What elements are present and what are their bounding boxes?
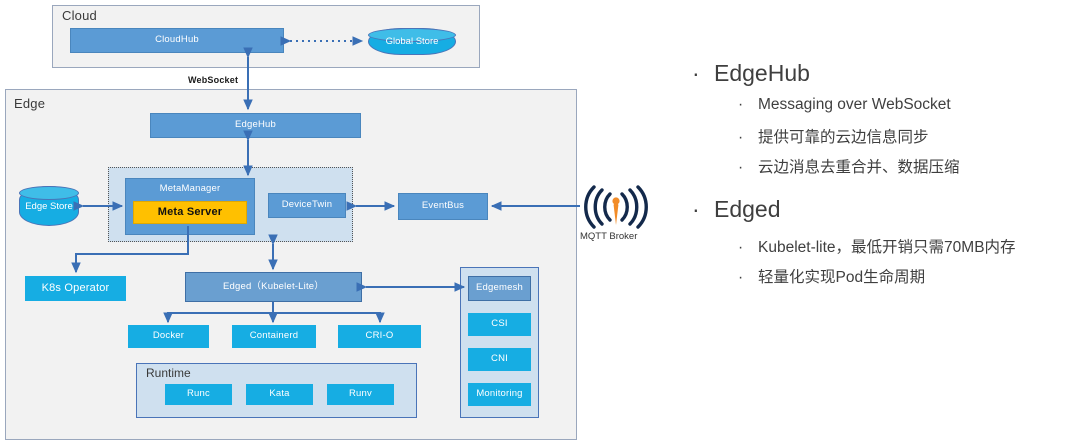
edgemesh-node[interactable]: Edgemesh xyxy=(468,276,531,301)
cloudhub-node[interactable]: CloudHub xyxy=(70,28,284,53)
runtime-containerd-node[interactable]: Containerd xyxy=(232,325,316,348)
runtime-docker-node[interactable]: Docker xyxy=(128,325,209,348)
note-item-edged-1: ·轻量化实现Pod生命周期 xyxy=(738,269,926,286)
runtime-runc-node[interactable]: Runc xyxy=(165,384,232,405)
edge-store-label: Edge Store xyxy=(25,200,73,212)
bullet-dot-icon: · xyxy=(738,159,744,176)
devicetwin-node[interactable]: DeviceTwin xyxy=(268,193,346,218)
websocket-link-label: WebSocket xyxy=(188,75,239,85)
k8s-operator-node[interactable]: K8s Operator xyxy=(25,276,126,301)
runtime-kata-node[interactable]: Kata xyxy=(246,384,313,405)
cni-node[interactable]: CNI xyxy=(468,348,531,371)
edge-store-cylinder[interactable]: Edge Store xyxy=(19,186,79,226)
global-store-label: Global Store xyxy=(385,36,439,47)
runtime-panel-title: Runtime xyxy=(146,366,191,380)
bullet-dot-icon: · xyxy=(738,96,744,113)
note-item-edgehub-1: ·提供可靠的云边信息同步 xyxy=(738,129,929,146)
global-store-cylinder[interactable]: Global Store xyxy=(368,28,456,55)
bullet-dot-icon: · xyxy=(738,239,744,256)
edged-node[interactable]: Edged（Kubelet-Lite） xyxy=(185,272,362,302)
metamanager-label: MetaManager xyxy=(159,183,221,194)
cloud-group-title: Cloud xyxy=(62,8,97,23)
bullet-dot-icon: · xyxy=(738,129,744,146)
edge-group-title: Edge xyxy=(14,96,46,111)
note-item-edged-0: ·Kubelet-lite，最低开销只需70MB内存 xyxy=(738,239,1016,256)
eventbus-node[interactable]: EventBus xyxy=(398,193,488,220)
runtime-runv-node[interactable]: Runv xyxy=(327,384,394,405)
csi-node[interactable]: CSI xyxy=(468,313,531,336)
bullet-dot-icon: · xyxy=(692,60,700,86)
note-heading-edged: ·Edged xyxy=(692,196,781,222)
note-item-edgehub-2: ·云边消息去重合并、数据压缩 xyxy=(738,159,960,176)
monitoring-node[interactable]: Monitoring xyxy=(468,383,531,406)
runtime-crio-node[interactable]: CRI-O xyxy=(338,325,421,348)
meta-server-node[interactable]: Meta Server xyxy=(133,201,247,224)
note-item-edgehub-0: ·Messaging over WebSocket xyxy=(738,96,951,113)
bullet-dot-icon: · xyxy=(738,269,744,286)
mqtt-broker-icon xyxy=(584,185,648,229)
edgehub-node[interactable]: EdgeHub xyxy=(150,113,361,138)
mqtt-broker-label: MQTT Broker xyxy=(580,231,638,242)
bullet-dot-icon: · xyxy=(692,196,700,222)
note-heading-edgehub: ·EdgeHub xyxy=(692,60,810,86)
